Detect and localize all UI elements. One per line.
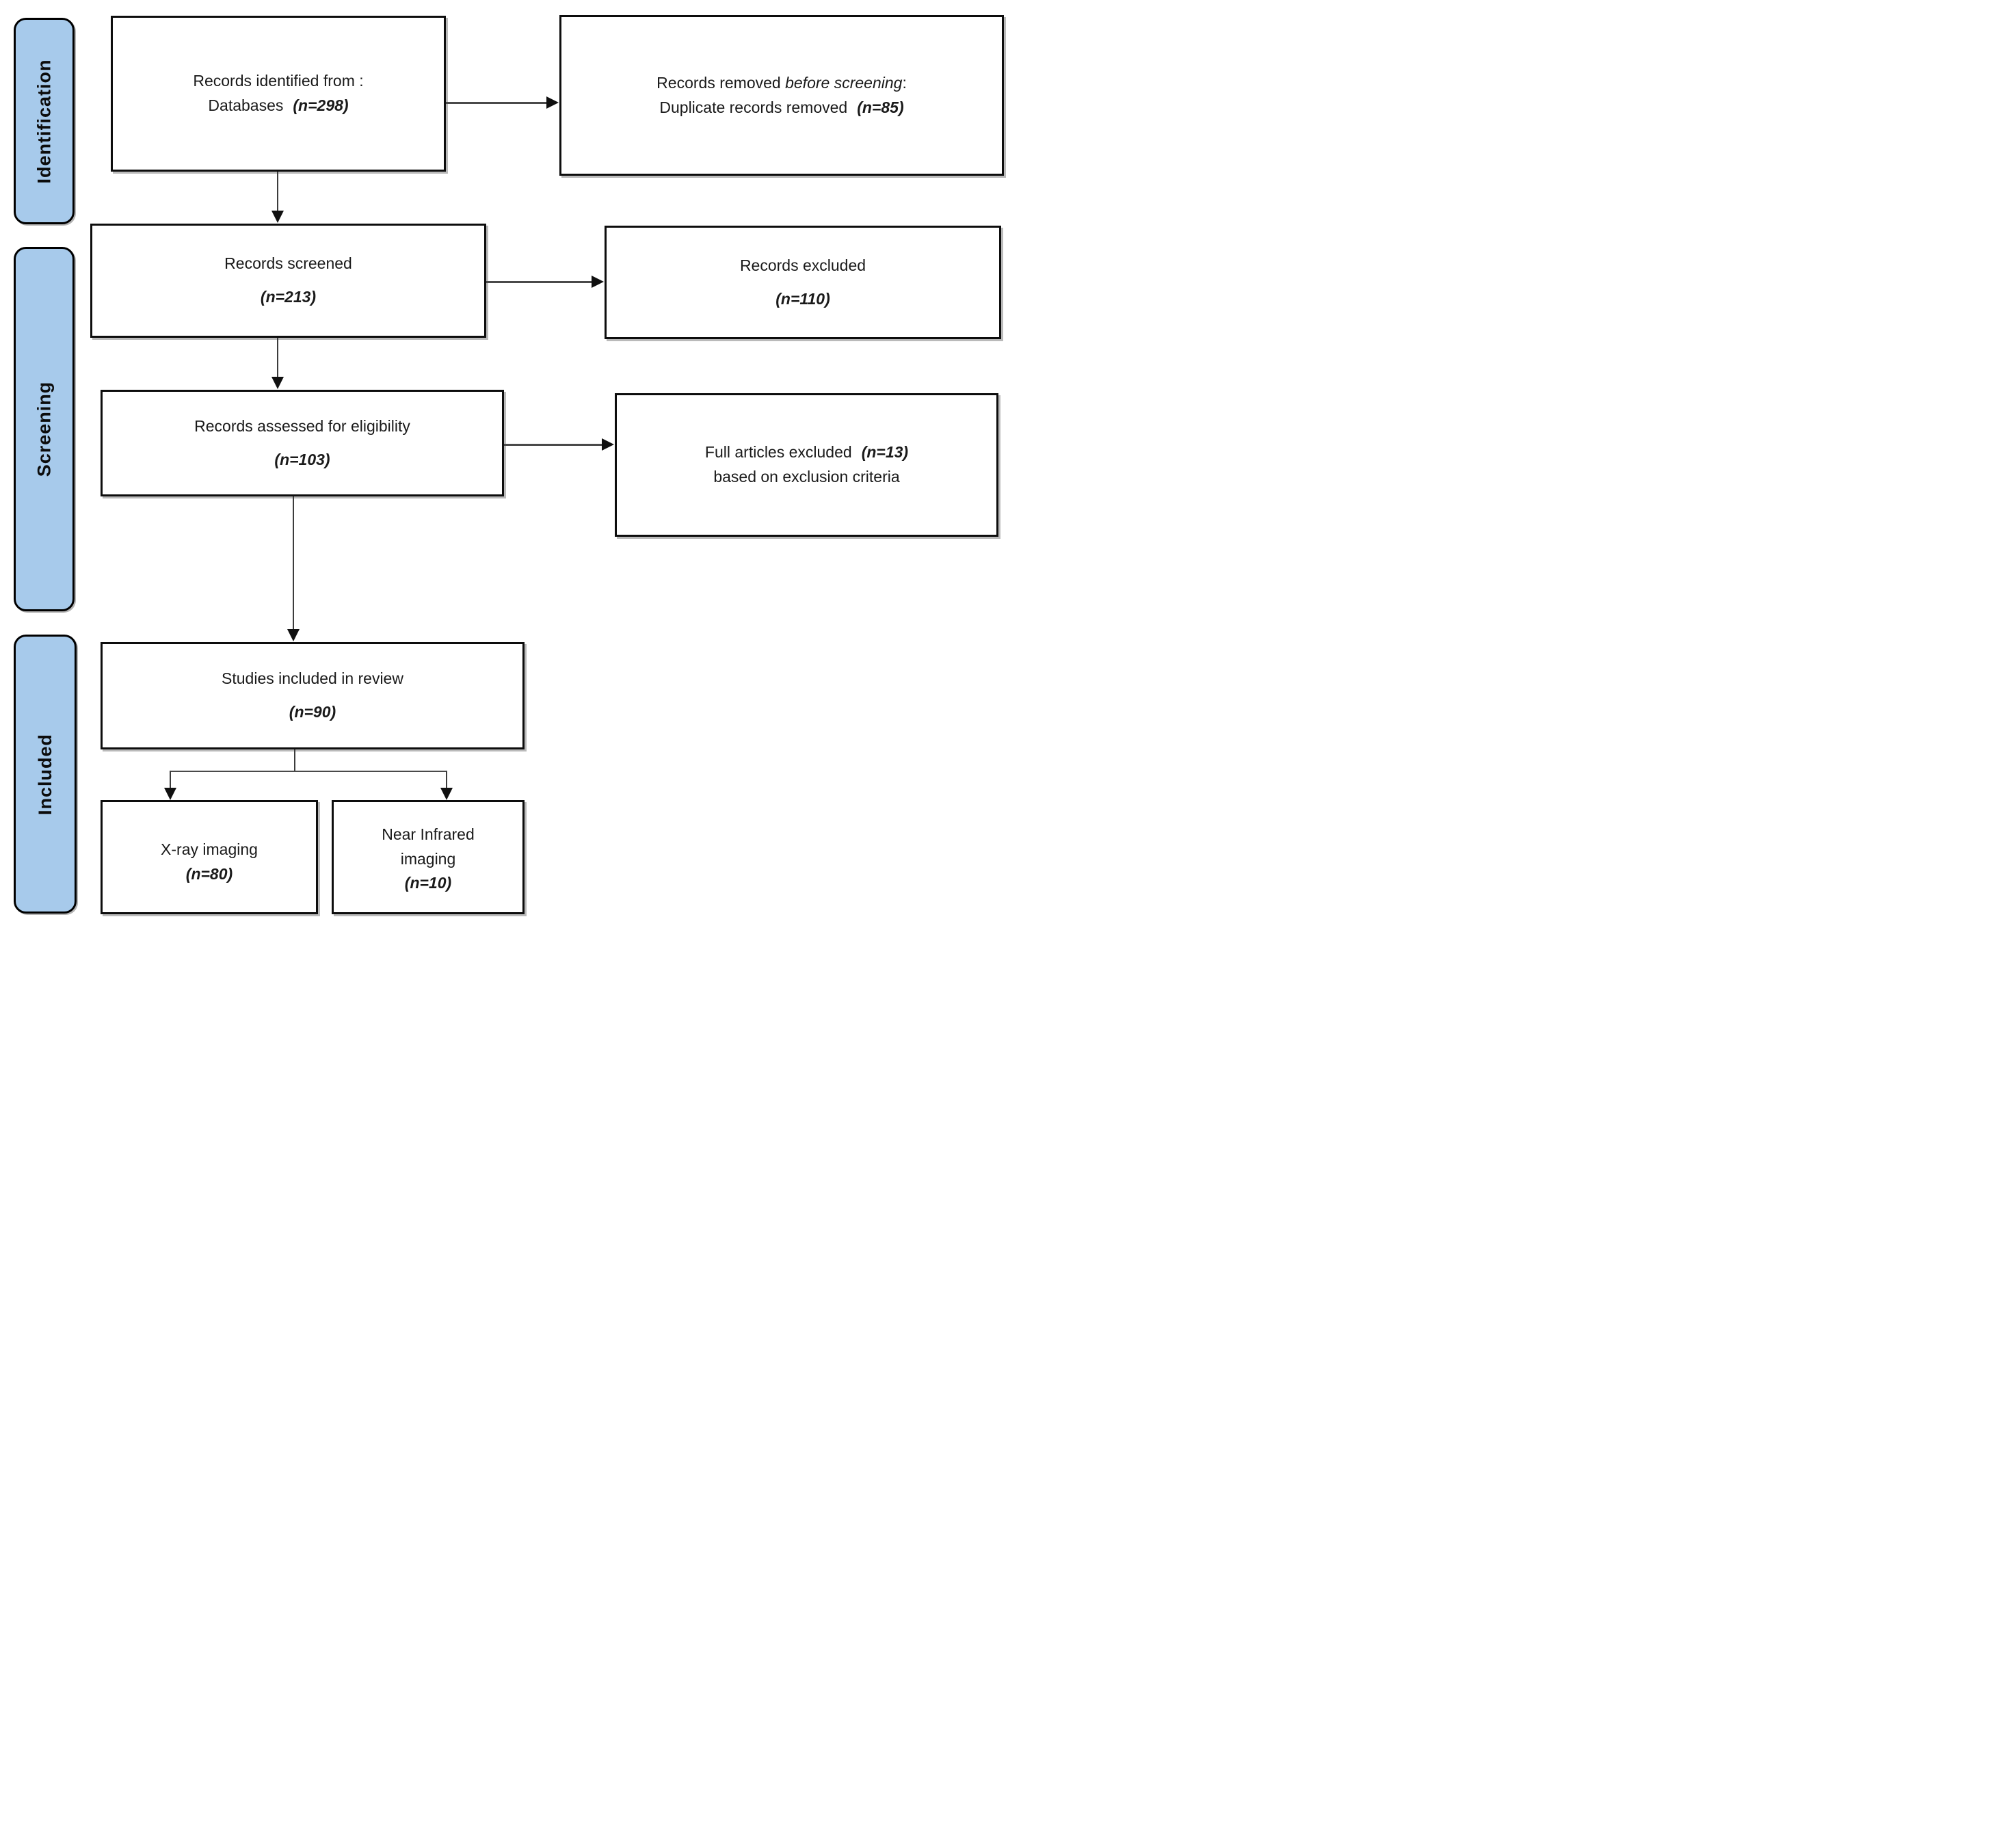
box-near-infrared-line2: imaging [400, 849, 456, 868]
stage-included: Included [14, 635, 77, 914]
prisma-flow-diagram: Identification Screening Included Record… [0, 0, 1008, 918]
box-near-infrared-imaging: Near Infrared imaging (n=10) [332, 800, 525, 914]
n-value: (n=80) [185, 864, 233, 883]
n-value: (n=213) [260, 288, 317, 306]
box-full-articles-excluded-line1: Full articles excluded(n=13) [704, 443, 909, 462]
stage-identification-label: Identification [34, 59, 54, 183]
arrow-identified-to-screened [271, 172, 284, 223]
branch-stub-line [294, 749, 295, 772]
box-xray-imaging-line1: X-ray imaging [161, 840, 258, 858]
box-xray-imaging: X-ray imaging (n=80) [101, 800, 318, 914]
stage-screening-label: Screening [34, 381, 55, 477]
n-value: (n=85) [857, 98, 904, 116]
stage-included-label: Included [34, 733, 55, 815]
box-records-identified: Records identified from : Databases(n=29… [111, 16, 446, 172]
branch-horizontal-line [170, 771, 447, 772]
box-records-assessed: Records assessed for eligibility (n=103) [101, 390, 504, 496]
box-full-articles-excluded-line2: based on exclusion criteria [713, 468, 900, 485]
box-studies-included-line1: Studies included in review [222, 669, 403, 688]
box-studies-included: Studies included in review (n=90) [101, 642, 525, 749]
box-records-removed: Records removed before screening: Duplic… [559, 15, 1004, 176]
arrow-screened-to-excluded [486, 276, 604, 288]
box-full-articles-excluded: Full articles excluded(n=13) based on ex… [615, 393, 998, 537]
stage-identification: Identification [14, 18, 75, 224]
stage-screening: Screening [14, 247, 75, 611]
n-value: (n=13) [861, 443, 909, 462]
arrow-assessed-to-full-excluded [504, 438, 614, 451]
italic-phrase: before screening [785, 73, 903, 92]
box-records-identified-line2: Databases(n=298) [208, 96, 349, 114]
box-records-screened: Records screened (n=213) [90, 224, 486, 338]
n-value: (n=110) [775, 289, 830, 308]
arrow-assessed-to-studies [287, 496, 300, 641]
box-records-excluded: Records excluded (n=110) [605, 226, 1001, 339]
box-records-assessed-line1: Records assessed for eligibility [194, 416, 410, 435]
n-value: (n=10) [404, 874, 452, 892]
arrow-branch-to-nir [440, 771, 453, 800]
box-near-infrared-line1: Near Infrared [382, 825, 475, 843]
n-value: (n=90) [289, 703, 336, 721]
box-records-removed-line2: Duplicate records removed(n=85) [659, 98, 904, 116]
box-records-excluded-line1: Records excluded [739, 256, 866, 274]
box-records-screened-line1: Records screened [224, 254, 352, 273]
box-records-identified-line1: Records identified from : [193, 72, 364, 90]
arrow-screened-to-assessed [271, 338, 284, 389]
arrow-branch-to-xray [164, 771, 176, 800]
arrow-identified-to-removed [446, 96, 559, 109]
box-records-removed-line1: Records removed before screening: [656, 73, 907, 92]
n-value: (n=298) [293, 96, 349, 114]
n-value: (n=103) [274, 450, 330, 468]
